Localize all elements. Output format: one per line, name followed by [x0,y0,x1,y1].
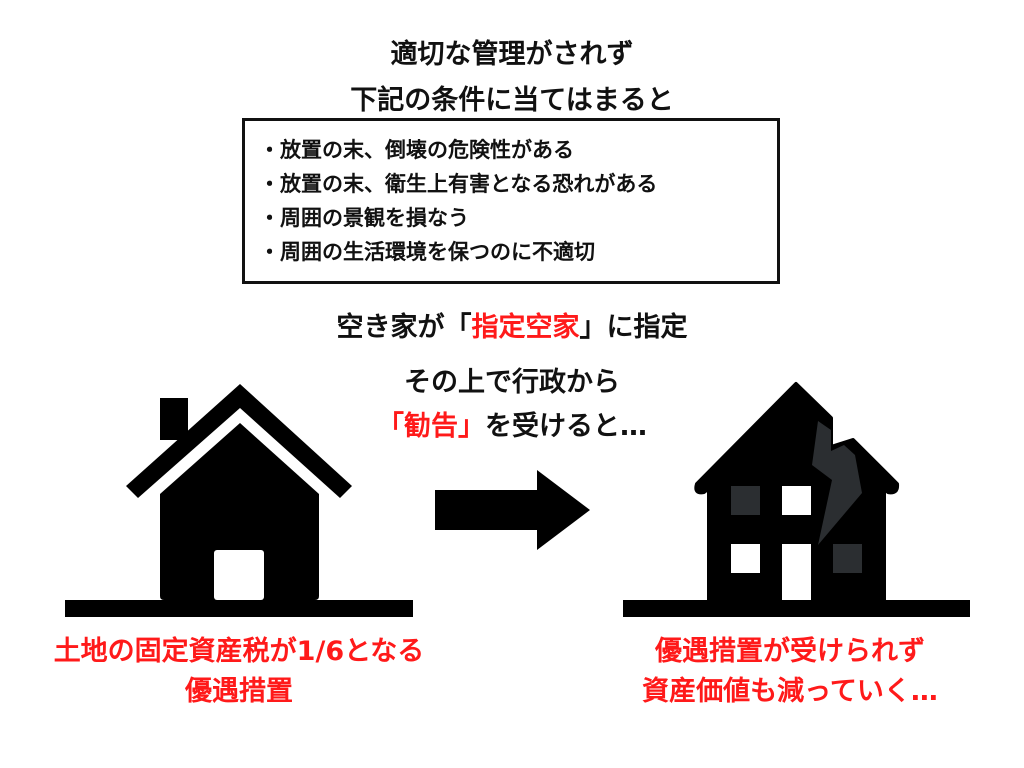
recommendation-line-1: その上で行政から [404,367,620,398]
designation-highlight: 指定空家 [471,312,580,343]
condition-item: 放置の末、倒壊の危険性がある [259,133,777,167]
heading-line-2: 下記の条件に当てはまると [350,85,674,116]
broken-house-icon [623,382,970,617]
condition-item: 周囲の生活環境を保つのに不適切 [259,235,777,269]
recommendation-line-2: 「勧告」を受けると… [377,411,647,442]
condition-item: 周囲の景観を損なう [259,201,777,235]
crack-icon [812,421,862,545]
ground-line [623,600,970,617]
condition-item: 放置の末、衛生上有害となる恐れがある [259,167,777,201]
ground-line [65,600,413,617]
recommendation-highlight: 「勧告」 [377,411,485,442]
heading-line-1: 適切な管理がされず [390,39,634,70]
designation-text: 空き家が「指定空家」に指定 [336,312,688,343]
right-caption: 優遇措置が受けられず 資産価値も減っていく… [642,636,938,707]
door-icon [214,550,264,600]
conditions-box: 放置の末、倒壊の危険性がある 放置の末、衛生上有害となる恐れがある 周囲の景観を… [242,118,780,284]
house-icon [65,384,413,617]
arrow-right-icon [435,470,590,550]
left-caption: 土地の固定資産税が1/6となる 優遇措置 [53,636,425,707]
